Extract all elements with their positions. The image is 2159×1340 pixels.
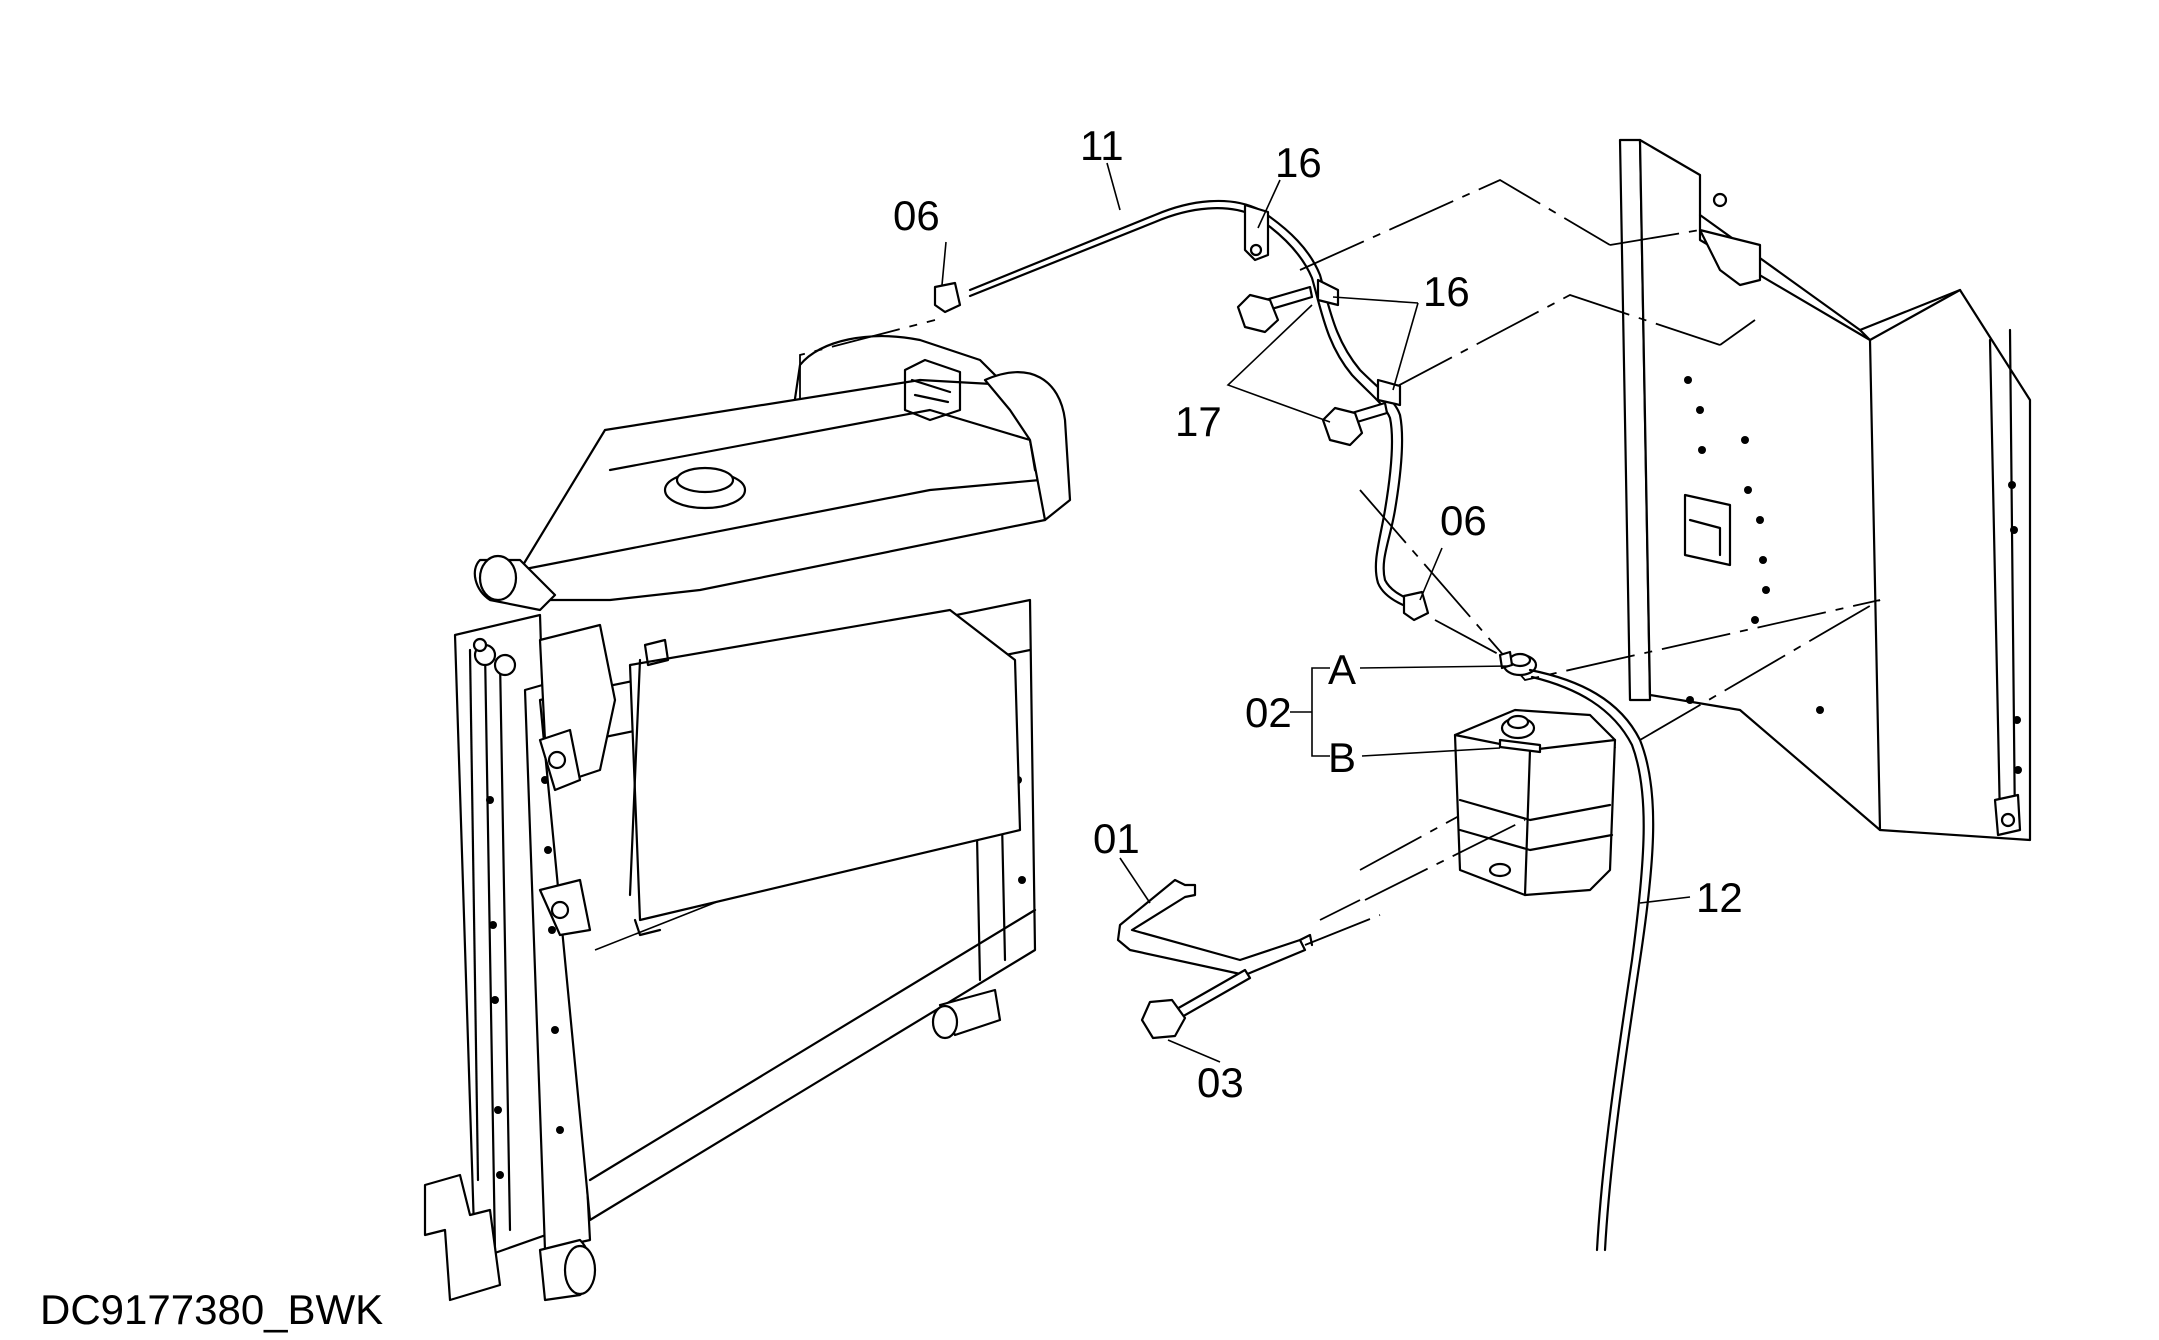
hose-11 <box>968 199 1412 609</box>
callout-11: 11 <box>1080 122 1124 169</box>
callout-06-top: 06 <box>893 192 940 239</box>
callout-labels: 11 06 16 16 17 06 A 02 B 01 12 03 <box>893 122 1743 1106</box>
tank-band-01 <box>1116 819 1526 977</box>
reserve-tank <box>1434 619 1617 897</box>
callout-16-right: 16 <box>1423 268 1470 315</box>
callout-06-mid: 06 <box>1440 497 1487 544</box>
callout-17: 17 <box>1175 398 1222 445</box>
callout-16-top: 16 <box>1275 139 1322 186</box>
bolt-17-upper <box>1236 285 1314 334</box>
hose-clamp-06-mid <box>1402 590 1430 622</box>
callout-03: 03 <box>1197 1059 1244 1106</box>
callout-12: 12 <box>1696 874 1743 921</box>
bolt-17-lower <box>1321 401 1389 447</box>
hose-clamp-06-top <box>933 281 962 314</box>
bolt-03 <box>1140 968 1252 1040</box>
drawing-code: DC9177380_BWK <box>40 1286 383 1333</box>
radiator-assembly <box>423 319 1072 1302</box>
callout-02b: B <box>1328 734 1356 781</box>
hose-12 <box>1528 668 1655 1252</box>
leader-lines <box>941 162 1691 1063</box>
callout-02: 02 <box>1245 689 1292 736</box>
callout-02a: A <box>1328 646 1356 693</box>
callout-01: 01 <box>1093 815 1140 862</box>
mounting-panel <box>1299 138 2032 921</box>
